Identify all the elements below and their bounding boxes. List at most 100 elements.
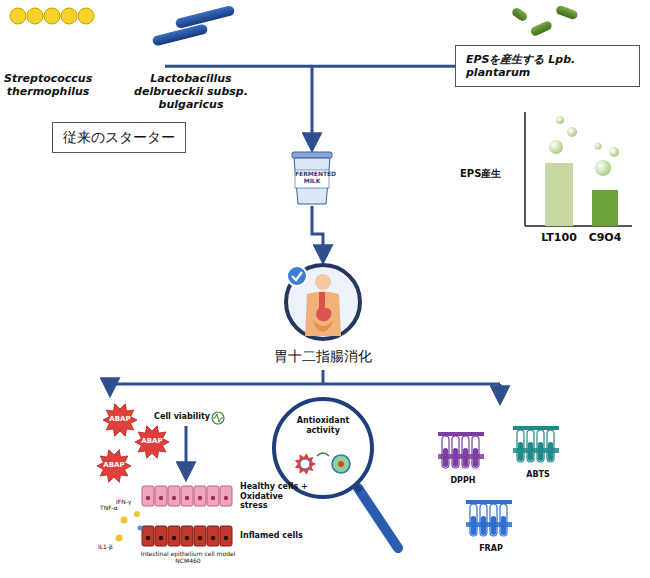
viability-icon <box>212 412 224 424</box>
assay-tubes <box>438 432 484 436</box>
streptococcus-cells <box>61 8 77 24</box>
streptococcus-cells <box>78 8 94 24</box>
cytokine-dots <box>121 517 128 524</box>
abap-bursts <box>97 450 131 482</box>
healthy-cell-layer <box>142 486 154 506</box>
cytokine-dots <box>116 511 143 542</box>
healthy-cell-layer <box>155 486 167 506</box>
healthy-cell-layer <box>224 496 228 500</box>
branch-arrows <box>110 370 500 402</box>
healthy-cell-layer <box>207 486 219 506</box>
healthy-cell-layer <box>185 496 189 500</box>
inflamed-cell-layer <box>194 526 206 546</box>
magnifier-handle <box>358 488 398 548</box>
strain-name: EPSを産生する Lpb. plantarum <box>466 53 629 79</box>
assay-tubes <box>527 430 534 462</box>
branch-arrows <box>110 383 500 386</box>
eps-strain-box: EPSを産生する Lpb. plantarum <box>455 45 640 87</box>
inflamed-cell-layer <box>224 536 228 540</box>
streptococcus-cells <box>10 8 94 24</box>
lactobacillus-rods <box>152 5 236 47</box>
bar-label: LT100 <box>534 231 584 244</box>
healthy-cell-layer <box>181 486 193 506</box>
healthy-cell-layer <box>159 496 163 500</box>
healthy-cell-layer <box>211 496 215 500</box>
assay-title: Antioxidant activity <box>283 416 363 435</box>
axis-label: EPS産生 <box>460 168 520 180</box>
cup-shape <box>295 170 329 188</box>
lens-shape <box>300 459 310 469</box>
body-icon <box>315 274 331 290</box>
cell-label: Inflamed cells <box>240 531 312 541</box>
assay-tubes <box>466 522 512 527</box>
streptococcus-cells <box>10 8 26 24</box>
assay-tubes <box>480 504 487 536</box>
assay-tubes <box>513 448 559 453</box>
species-label: Streptococcus thermophilus <box>4 72 92 98</box>
healthy-cell-layer <box>220 486 232 506</box>
assay-tubes <box>537 430 544 462</box>
inflamed-cell-layer <box>159 536 163 540</box>
eps-bar-chart <box>595 160 611 176</box>
viability-icon <box>185 426 188 478</box>
merge-line <box>165 65 312 68</box>
body-icon <box>286 265 360 339</box>
assay-tubes <box>466 500 512 536</box>
assay-tubes <box>466 500 512 504</box>
lens-shape <box>317 453 329 456</box>
eps-bar-chart <box>592 190 618 226</box>
assay-label: ABTS <box>506 470 570 480</box>
cell-label: Healthy cells + Oxidative stress <box>240 482 312 511</box>
eps-bar-chart <box>545 163 573 226</box>
cytokine-label: IFN-γ <box>116 498 142 505</box>
species-label: Lactobacillus delbrueckii subsp. bulgari… <box>116 72 266 112</box>
cytokine-dots <box>138 526 143 531</box>
inflamed-cell-layer <box>146 536 150 540</box>
digestion-label: 胃十二指腸消化 <box>268 348 378 365</box>
starter-name: 従来のスターター <box>63 129 175 146</box>
lactobacillus-rods <box>152 23 209 46</box>
eps-bar-chart <box>549 140 563 154</box>
model-label: Intestinal epithelium cell model NCM460 <box>136 550 240 564</box>
inflamed-cell-layer <box>207 526 219 546</box>
plantarum-rods <box>511 4 579 37</box>
streptococcus-cells <box>27 8 43 24</box>
assay-label: DPPH <box>431 476 495 486</box>
assay-tubes <box>442 436 449 468</box>
viability-icon <box>213 414 223 422</box>
branch-arrows <box>499 384 502 402</box>
inflamed-cell-layer <box>172 536 176 540</box>
cytokine-label: TNF-α <box>100 504 124 511</box>
assay-tubes <box>490 504 497 536</box>
magnifier-handle <box>352 479 398 548</box>
body-icon <box>305 292 341 337</box>
lens-shape <box>338 461 344 467</box>
assay-tubes <box>472 436 479 468</box>
assay-tubes <box>513 426 559 462</box>
branch-arrows <box>109 384 112 394</box>
healthy-cell-layer <box>194 486 206 506</box>
healthy-cell-layer <box>142 486 232 506</box>
inflamed-cell-layer <box>220 526 232 546</box>
assay-tubes <box>500 504 507 536</box>
inflamed-cell-layer <box>142 526 232 546</box>
abap-bursts <box>135 426 169 458</box>
eps-bar-chart <box>567 127 577 137</box>
assay-label: FRAP <box>459 544 523 554</box>
cytokine-dots <box>134 511 140 517</box>
starter-box: 従来のスターター <box>52 122 186 153</box>
cup-shape <box>292 152 332 158</box>
inflamed-cell-layer <box>142 526 154 546</box>
cup-shape <box>294 158 330 204</box>
assay-tubes <box>517 430 524 462</box>
viability-icon <box>186 412 224 478</box>
flow-arrow <box>312 206 323 261</box>
stressor-label: ABAP <box>105 415 135 423</box>
milk-cup: FERMENTED MILK <box>290 150 334 206</box>
cup-label: FERMENTED MILK <box>295 171 329 185</box>
lens-shape <box>332 455 350 473</box>
inflamed-cell-layer <box>211 536 215 540</box>
eps-bar-chart <box>524 112 526 226</box>
assay-tubes <box>462 436 469 468</box>
